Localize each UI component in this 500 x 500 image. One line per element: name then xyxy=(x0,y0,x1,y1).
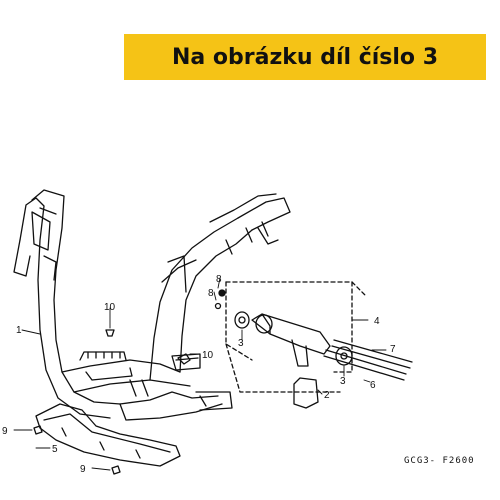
leader-lines xyxy=(13,277,387,471)
label-2: 2 xyxy=(324,390,330,401)
label-10b: 10 xyxy=(202,350,214,361)
label-3b: 3 xyxy=(340,376,346,387)
label-7: 7 xyxy=(390,344,396,355)
banner-text: Na obrázku díl číslo 3 xyxy=(171,44,439,70)
callout-labels: 1 2 3 3 4 5 6 7 8 8 9 9 10 10 GCG3- F260… xyxy=(2,274,475,475)
label-6: 6 xyxy=(370,380,376,391)
label-8a: 8 xyxy=(216,274,222,285)
frame-part xyxy=(13,189,291,421)
label-9a: 9 xyxy=(2,426,8,437)
title-banner: Na obrázku díl číslo 3 xyxy=(124,34,486,80)
label-9b: 9 xyxy=(80,464,86,475)
label-8b: 8 xyxy=(208,288,214,299)
label-3a: 3 xyxy=(238,338,244,349)
label-10a: 10 xyxy=(104,302,116,313)
label-4: 4 xyxy=(374,316,380,327)
label-1: 1 xyxy=(16,325,22,336)
lower-cover-part xyxy=(35,403,181,467)
bolt-part xyxy=(323,339,413,381)
label-5: 5 xyxy=(52,444,58,455)
fastener-part xyxy=(33,289,226,475)
assembly-box xyxy=(225,281,367,393)
engine-hanger-part xyxy=(251,313,331,367)
stopper-part xyxy=(293,377,319,409)
diagram-code: GCG3- F2600 xyxy=(404,456,475,466)
